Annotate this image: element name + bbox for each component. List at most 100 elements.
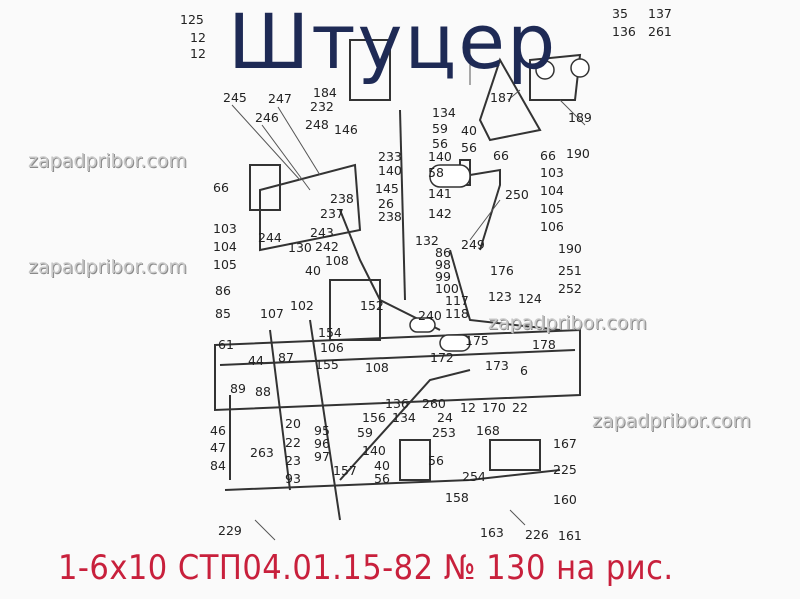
pipe [399, 109, 406, 301]
part-number-label: 86 [215, 283, 231, 298]
part-caption: 1-6x10 СТП04.01.15-82 № 130 на рис. [58, 548, 674, 588]
part-number-label: 163 [480, 525, 504, 540]
leader-line [507, 89, 521, 101]
part-number-label: 252 [558, 281, 582, 296]
part-number-label: 108 [325, 253, 349, 268]
pipe [329, 279, 381, 341]
part-number-label: 100 [435, 281, 459, 296]
part-number-label: 99 [435, 269, 451, 284]
part-number-label: 142 [428, 206, 452, 221]
part-number-label: 132 [415, 233, 439, 248]
part-number-label: 66 [213, 180, 229, 195]
part-number-label: 35 [612, 6, 628, 21]
part-number-label: 175 [465, 333, 489, 348]
bracket [478, 57, 542, 142]
part-number-label: 59 [432, 121, 448, 136]
part-number-label: 156 [362, 410, 386, 425]
part-number-label: 12 [190, 46, 206, 61]
part-number-label: 56 [461, 140, 477, 155]
part-number-label: 240 [418, 308, 442, 323]
part-number-label: 66 [540, 148, 556, 163]
part-number-label: 167 [553, 436, 577, 451]
pipe [309, 319, 341, 521]
part-number-label: 118 [445, 306, 469, 321]
part-number-label: 123 [488, 289, 512, 304]
part-number-label: 248 [305, 117, 329, 132]
part-number-label: 247 [268, 91, 292, 106]
part-number-label: 178 [532, 337, 556, 352]
part-number-label: 250 [505, 187, 529, 202]
part-number-label: 88 [255, 384, 271, 399]
part-number-label: 261 [648, 24, 672, 39]
part-number-label: 155 [315, 357, 339, 372]
part-number-label: 12 [460, 400, 476, 415]
pipe [449, 249, 561, 331]
part-number-label: 154 [318, 325, 342, 340]
part-number-label: 225 [553, 462, 577, 477]
pipe [469, 168, 501, 251]
part-number-label: 168 [476, 423, 500, 438]
part-number-label: 238 [378, 209, 402, 224]
part-number-label: 172 [430, 350, 454, 365]
part-number-label: 190 [558, 241, 582, 256]
part-number-label: 47 [210, 440, 226, 455]
part-number-label: 134 [392, 410, 416, 425]
part-number-label: 104 [540, 183, 564, 198]
pipe [224, 469, 561, 491]
part-number-label: 95 [314, 423, 330, 438]
leader-line [277, 106, 321, 176]
part-number-label: 246 [255, 110, 279, 125]
part-number-label: 170 [482, 400, 506, 415]
part-number-label: 102 [290, 298, 314, 313]
part-number-label: 124 [518, 291, 542, 306]
part-number-label: 238 [330, 191, 354, 206]
part-number-label: 106 [540, 219, 564, 234]
pipe [399, 439, 431, 481]
part-number-label: 254 [462, 469, 486, 484]
part-number-label: 40 [374, 458, 390, 473]
leader-line [254, 519, 276, 541]
part-number-label: 245 [223, 90, 247, 105]
page-title: Штуцер [228, 0, 558, 86]
part-number-label: 140 [378, 163, 402, 178]
part-number-label: 161 [558, 528, 582, 543]
part-number-label: 187 [490, 90, 514, 105]
part-number-label: 56 [432, 136, 448, 151]
part-number-label: 12 [190, 30, 206, 45]
part-number-label: 6 [520, 363, 528, 378]
pipe [219, 349, 576, 366]
part-number-label: 125 [180, 12, 204, 27]
part-number-label: 98 [435, 257, 451, 272]
part-number-label: 97 [314, 449, 330, 464]
watermark-text: zapadpribor.com [28, 150, 187, 172]
part-number-label: 140 [362, 443, 386, 458]
part-number-label: 158 [445, 490, 469, 505]
cylinder-part [429, 164, 471, 188]
part-number-label: 56 [374, 471, 390, 486]
part-number-label: 160 [553, 492, 577, 507]
part-number-label: 44 [248, 353, 264, 368]
part-number-label: 157 [333, 463, 357, 478]
part-number-label: 190 [566, 146, 590, 161]
part-number-label: 146 [334, 122, 358, 137]
part-number-label: 176 [490, 263, 514, 278]
fitting-end [570, 58, 590, 78]
part-number-label: 105 [213, 257, 237, 272]
pipe [489, 439, 541, 471]
part-number-label: 40 [305, 263, 321, 278]
part-number-label: 22 [512, 400, 528, 415]
part-number-label: 251 [558, 263, 582, 278]
part-number-label: 61 [218, 337, 234, 352]
cylinder-part [409, 317, 436, 333]
part-number-label: 140 [428, 149, 452, 164]
part-number-label: 184 [313, 85, 337, 100]
leader-line [509, 509, 526, 526]
cylinder-part [439, 334, 471, 352]
part-number-label: 40 [461, 123, 477, 138]
part-number-label: 242 [315, 239, 339, 254]
part-number-label: 253 [432, 425, 456, 440]
part-number-label: 58 [428, 165, 444, 180]
watermark-text: zapadpribor.com [592, 410, 751, 432]
part-number-label: 85 [215, 306, 231, 321]
